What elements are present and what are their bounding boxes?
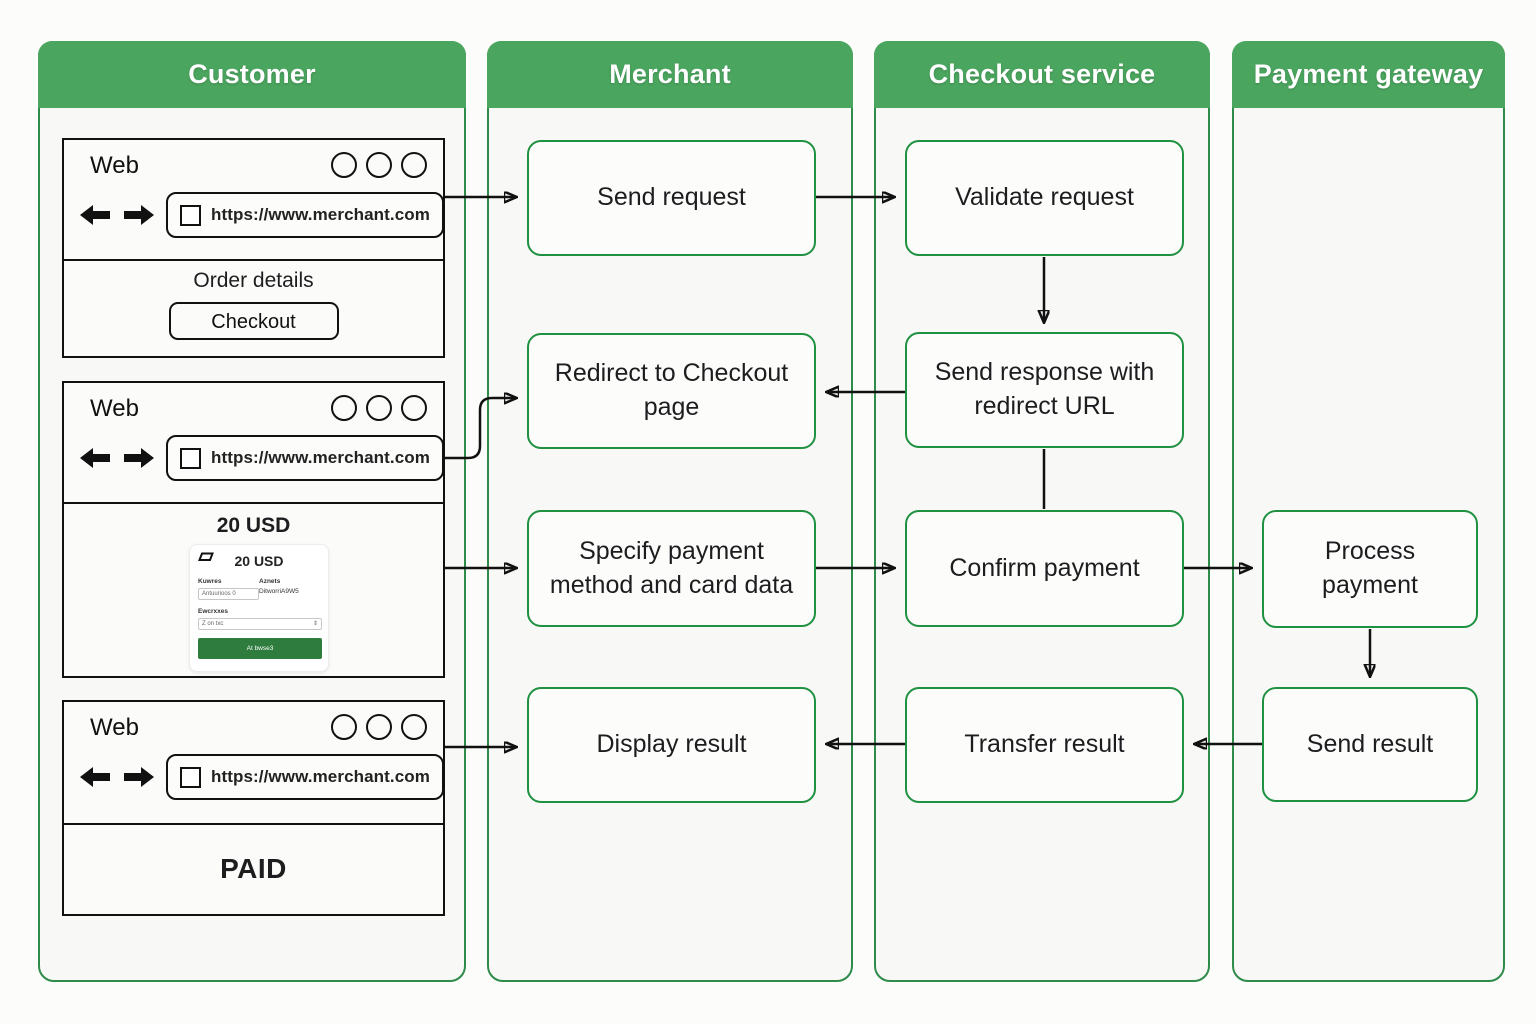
- url-text: https://www.merchant.com: [210, 205, 430, 224]
- url-bar[interactable]: https://www.merchant.com: [166, 192, 444, 238]
- window-control-icon[interactable]: [401, 152, 427, 178]
- card-expiry-value: Z on txc: [202, 620, 224, 627]
- step-label: Display result: [596, 730, 747, 759]
- step-redirect-to-checkout-page: Redirect to Checkout page: [527, 333, 816, 449]
- step-label: Send response with redirect URL: [934, 358, 1155, 420]
- step-label: Redirect to Checkout page: [554, 359, 789, 421]
- browser-content: PAID: [64, 823, 443, 914]
- step-label: Transfer result: [964, 730, 1125, 759]
- back-arrow-icon[interactable]: [78, 765, 112, 789]
- order-details-label: Order details: [193, 269, 314, 292]
- step-send-response-with-redirect-url: Send response with redirect URL: [905, 332, 1184, 448]
- updown-icon[interactable]: ⇕: [312, 621, 318, 628]
- card-field-value: DitworriA9W5: [259, 587, 299, 595]
- browser-title: Web: [90, 395, 139, 422]
- lane-header-checkout-service: Checkout service: [874, 41, 1210, 108]
- lane-title: Payment gateway: [1253, 59, 1484, 89]
- browser-title: Web: [90, 152, 139, 179]
- paid-label: PAID: [220, 853, 287, 884]
- browser-toolbar: Web https://www.merchant.com: [64, 383, 444, 504]
- page-icon: [180, 766, 201, 788]
- step-send-request: Send request: [527, 140, 816, 256]
- window-control-icon[interactable]: [366, 714, 392, 740]
- forward-arrow-icon[interactable]: [122, 203, 156, 227]
- payment-card-form: 20 USD Kuwres Antuurioos 0 Aznets Ditwor…: [189, 544, 329, 672]
- lane-header-payment-gateway: Payment gateway: [1232, 41, 1505, 108]
- step-label: Confirm payment: [949, 553, 1140, 582]
- browser-toolbar: Web https://www.merchant.com: [64, 140, 444, 261]
- page-icon: [180, 204, 201, 226]
- step-label: Send request: [597, 183, 746, 212]
- back-arrow-icon[interactable]: [78, 203, 112, 227]
- step-send-result: Send result: [1262, 687, 1478, 802]
- step-label: Send result: [1306, 729, 1434, 758]
- card-logo-icon: [198, 552, 214, 561]
- customer-browser-2: Web https://www.merchant.com 20 USD: [62, 381, 445, 678]
- window-control-icon[interactable]: [401, 714, 427, 740]
- forward-arrow-icon[interactable]: [122, 446, 156, 470]
- lane-title: Customer: [188, 59, 316, 89]
- lane-title: Checkout service: [928, 59, 1156, 89]
- step-label: Process payment: [1322, 537, 1418, 599]
- pay-button[interactable]: At bwse3: [198, 637, 322, 659]
- customer-browser-3: Web https://www.merchant.com PAID: [62, 700, 445, 916]
- browser-toolbar: Web https://www.merchant.com: [64, 702, 444, 825]
- url-bar[interactable]: https://www.merchant.com: [166, 754, 444, 800]
- card-amount: 20 USD: [234, 553, 284, 569]
- lane-header-merchant: Merchant: [487, 41, 853, 108]
- card-number-input[interactable]: Antuurioos 0: [198, 587, 259, 600]
- window-control-icon[interactable]: [331, 152, 357, 178]
- step-process-payment: Process payment: [1262, 510, 1478, 628]
- url-bar[interactable]: https://www.merchant.com: [166, 435, 444, 481]
- browser-title: Web: [90, 714, 139, 741]
- page-icon: [180, 447, 201, 469]
- lane-title: Merchant: [609, 59, 731, 89]
- window-control-icon[interactable]: [366, 152, 392, 178]
- browser-content: 20 USD 20 USD Kuwres Antuurioos 0 Aznets…: [64, 502, 443, 676]
- step-label: Specify payment method and card data: [549, 536, 794, 599]
- window-control-icon[interactable]: [331, 395, 357, 421]
- card-field-label: Kuwres: [198, 578, 222, 585]
- step-transfer-result: Transfer result: [905, 687, 1184, 803]
- step-label: Validate request: [955, 183, 1134, 212]
- window-controls: [331, 395, 427, 421]
- card-field-label: Aznets: [259, 578, 281, 585]
- customer-browser-1: Web https://www.merchant.com Order detai…: [62, 138, 445, 358]
- checkout-button[interactable]: Checkout: [168, 302, 339, 340]
- window-controls: [331, 714, 427, 740]
- window-controls: [331, 152, 427, 178]
- window-control-icon[interactable]: [401, 395, 427, 421]
- forward-arrow-icon[interactable]: [122, 765, 156, 789]
- lane-header-customer: Customer: [38, 41, 466, 108]
- back-arrow-icon[interactable]: [78, 446, 112, 470]
- step-confirm-payment: Confirm payment: [905, 510, 1184, 627]
- browser-content: Order details Checkout: [64, 259, 443, 356]
- card-expiry-input[interactable]: Z on txc ⇕: [198, 617, 322, 630]
- url-text: https://www.merchant.com: [210, 448, 430, 467]
- step-display-result: Display result: [527, 687, 816, 803]
- window-control-icon[interactable]: [331, 714, 357, 740]
- url-text: https://www.merchant.com: [210, 767, 430, 786]
- step-specify-payment-method: Specify payment method and card data: [527, 510, 816, 627]
- step-validate-request: Validate request: [905, 140, 1184, 256]
- amount-heading: 20 USD: [216, 514, 291, 537]
- window-control-icon[interactable]: [366, 395, 392, 421]
- card-field-label: Ewcrxxes: [198, 607, 228, 615]
